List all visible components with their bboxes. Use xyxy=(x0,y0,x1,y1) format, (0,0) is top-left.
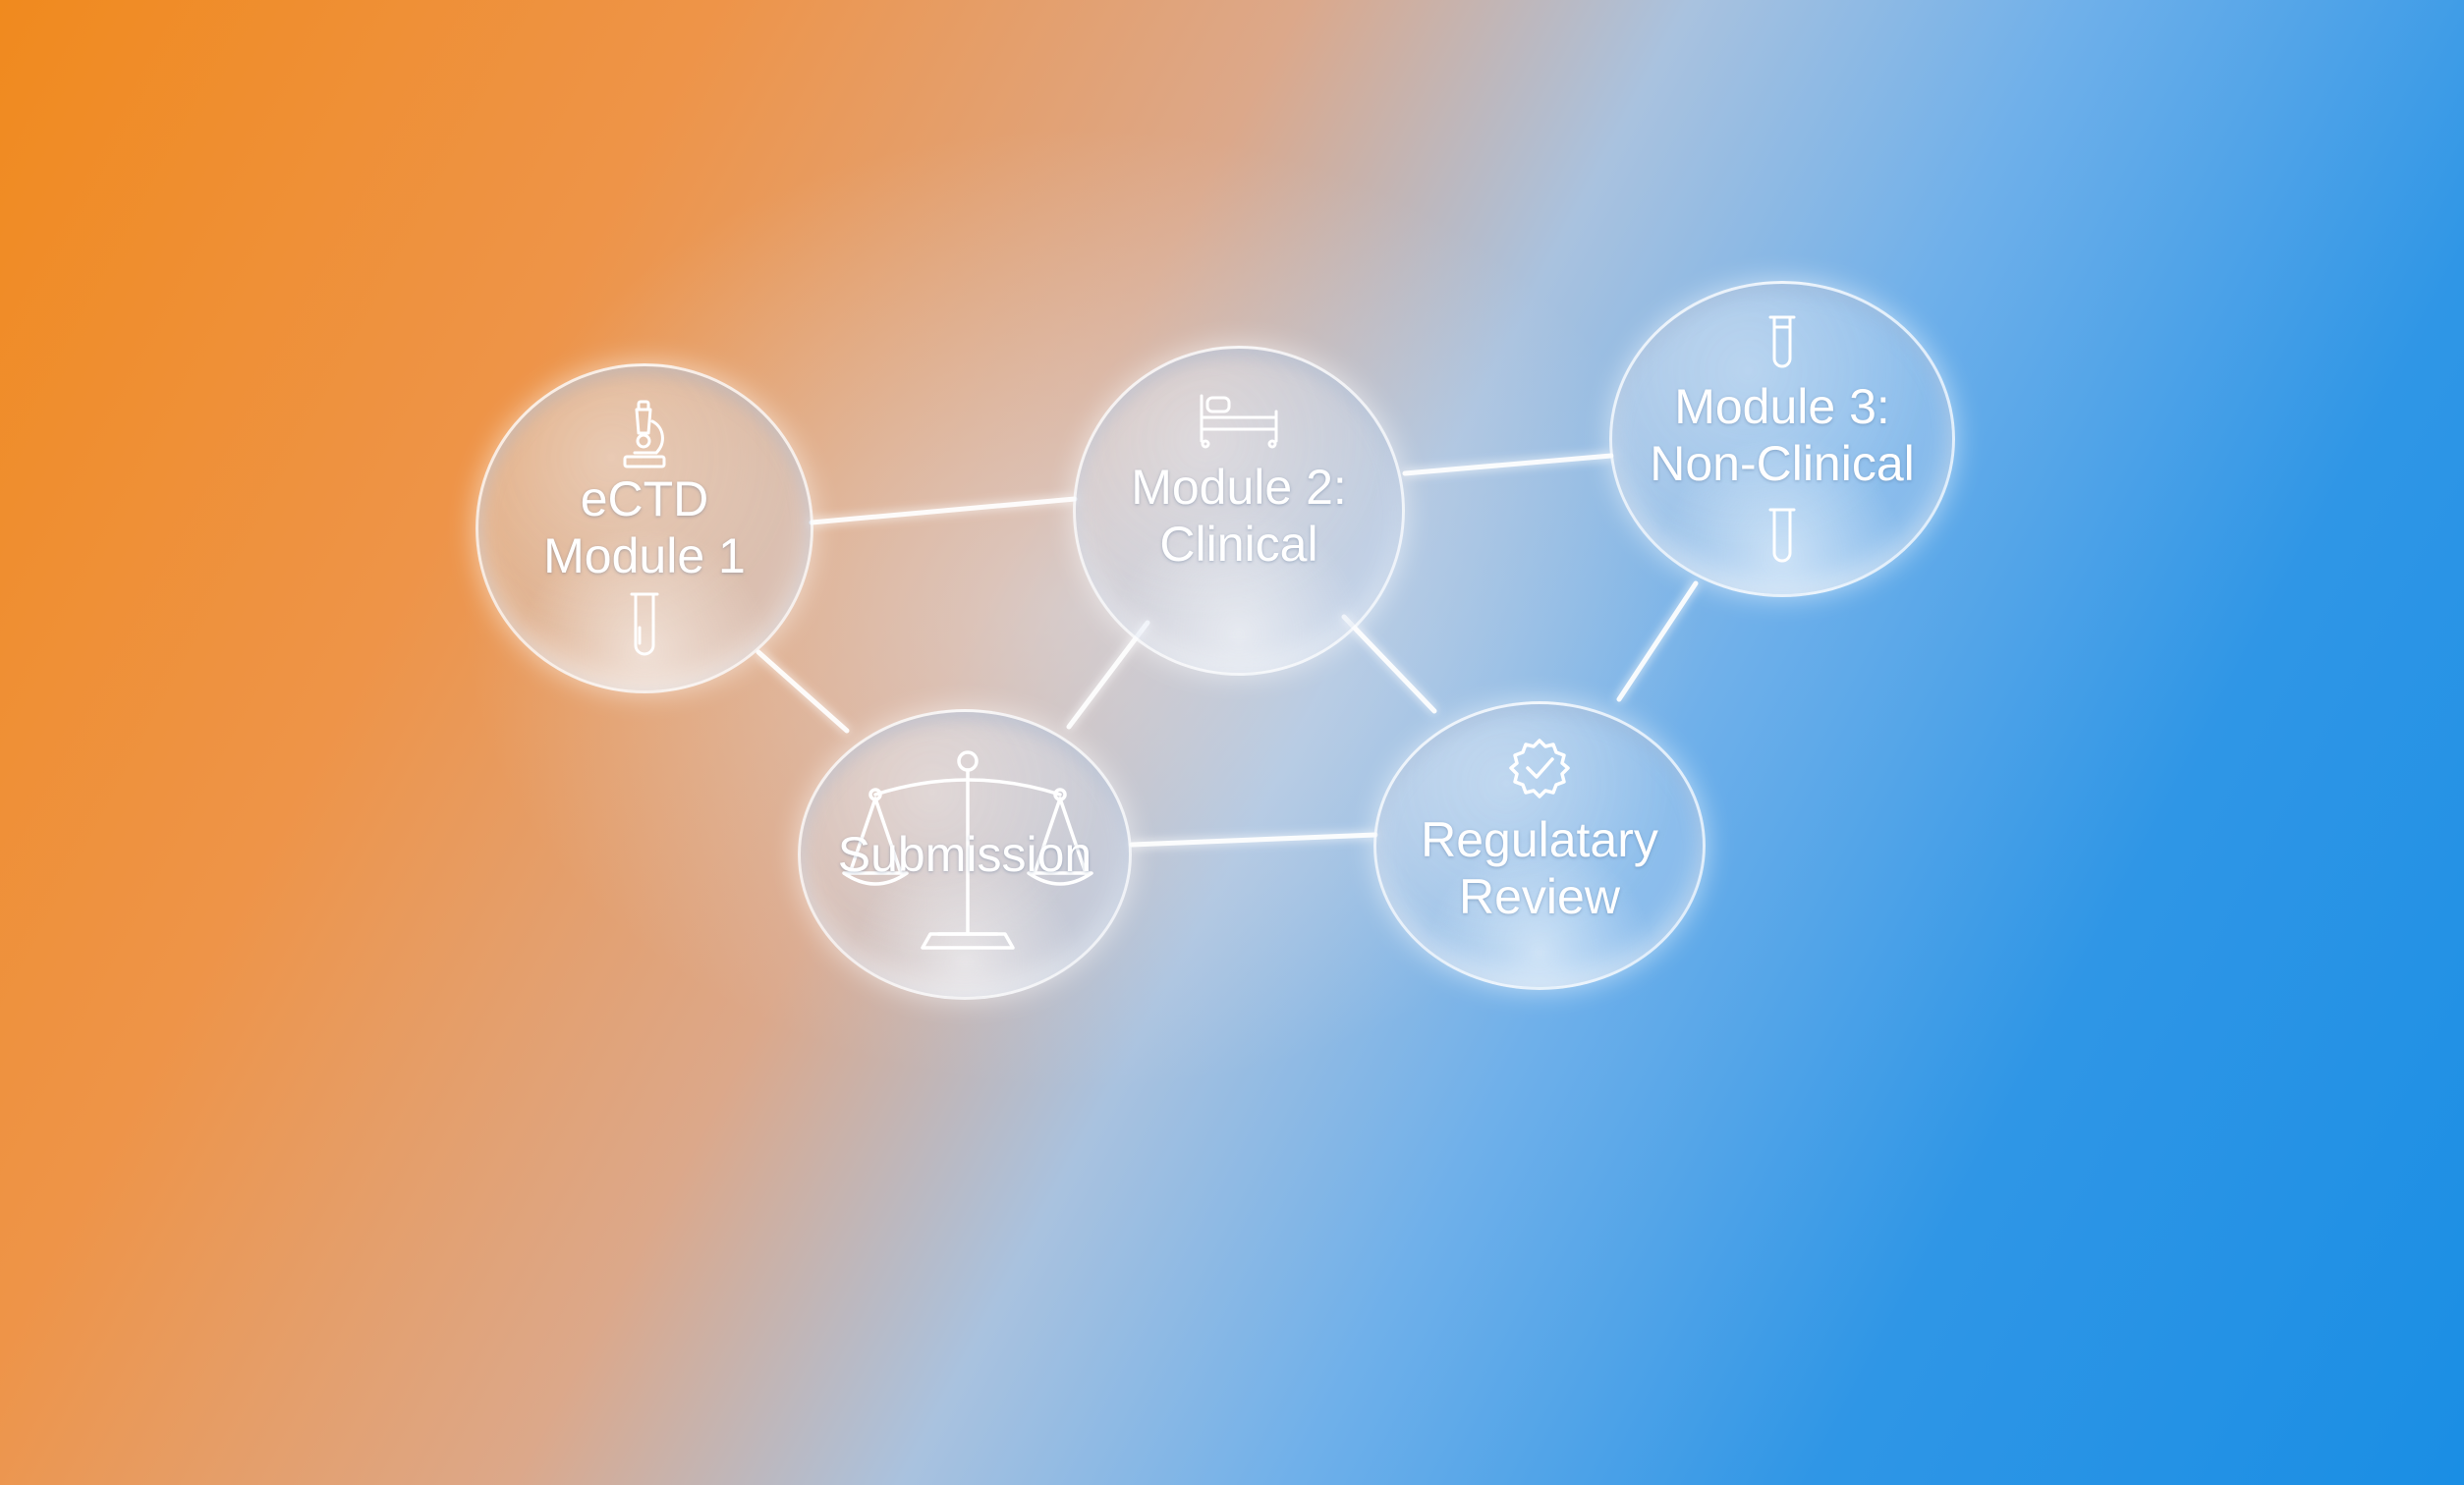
edge-submission-review xyxy=(1129,832,1378,848)
node-label-line-1: eCTD xyxy=(580,471,709,526)
test-tube-icon xyxy=(628,590,661,659)
edge-ectd-module2 xyxy=(809,496,1078,525)
edge-ectd-submission xyxy=(756,649,850,734)
node-module-3-non-clinical[interactable]: Module 3: Non-Clinical xyxy=(1609,281,1955,597)
node-ectd-module-1[interactable]: eCTD Module 1 xyxy=(476,363,813,693)
node-submission[interactable]: Submission xyxy=(798,709,1132,1000)
edge-module2-review xyxy=(1341,614,1437,714)
node-label-line-1: Regulatary xyxy=(1421,812,1658,867)
test-tube-icon xyxy=(1767,506,1797,565)
node-label-line-2: Module 1 xyxy=(543,528,746,583)
node-label-line-1: Module 3: xyxy=(1674,379,1890,434)
node-label-line-1: Module 2: xyxy=(1131,460,1347,515)
node-module-2-clinical[interactable]: Module 2: Clinical xyxy=(1073,346,1405,676)
hospital-bed-icon xyxy=(1196,390,1282,449)
edge-module3-review xyxy=(1616,580,1699,702)
node-label-line-2: Clinical xyxy=(1159,517,1318,572)
microscope-icon xyxy=(613,398,676,470)
balance-scale-icon xyxy=(840,747,1095,962)
checkmark-badge-icon xyxy=(1508,737,1571,799)
edge-module2-module3 xyxy=(1402,453,1614,476)
node-regulatary-review[interactable]: Regulatary Review xyxy=(1373,701,1706,990)
test-tube-icon xyxy=(1767,313,1797,370)
edge-module2-submission xyxy=(1066,620,1150,730)
node-label-line-2: Review xyxy=(1459,869,1620,924)
node-label-line-2: Non-Clinical xyxy=(1650,436,1915,491)
node-label-line-1: Submission xyxy=(837,827,1092,882)
